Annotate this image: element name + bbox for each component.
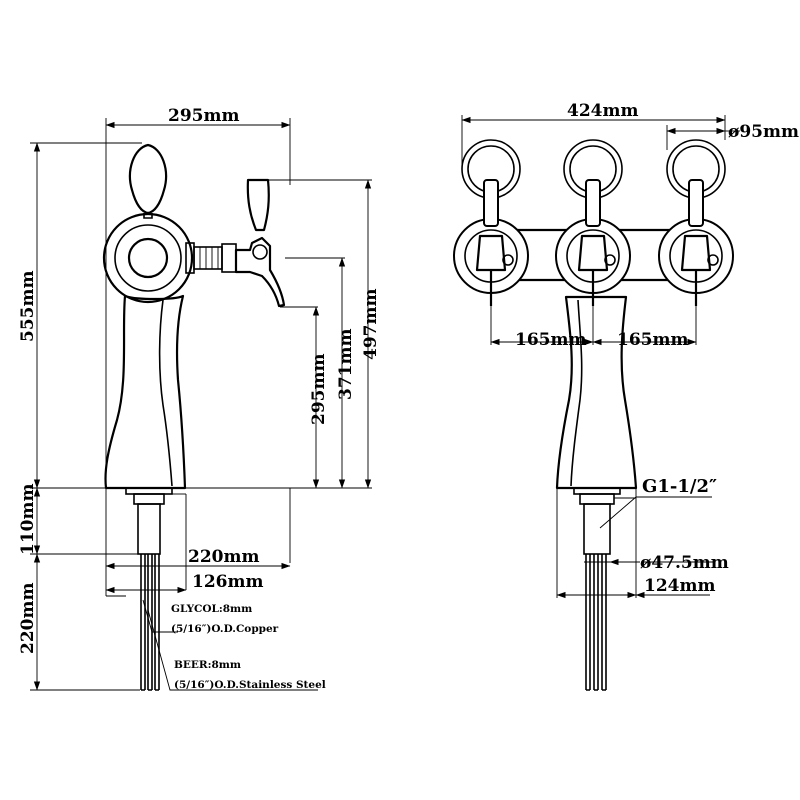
dim-tube-length: 220mm — [18, 583, 38, 654]
dim-spacing-left: 165mm — [515, 330, 586, 350]
front-base-shank — [583, 503, 611, 555]
side-tap-stem — [143, 213, 153, 219]
front-tap-center — [555, 139, 631, 306]
dim-shank-diameter: ø47.5mm — [640, 553, 729, 573]
dim-spacing-right: 165mm — [617, 330, 688, 350]
dim-front-width: 424mm — [567, 101, 638, 121]
front-tap-right — [658, 139, 734, 306]
side-tower-body — [104, 294, 187, 490]
dim-handle-diameter: ø95mm — [728, 122, 799, 142]
front-view: 424mm ø95mm 165mm 165mm G1-1/2″ ø47.5mm … — [453, 101, 799, 691]
side-dimension-lines — [33, 121, 372, 691]
dim-base-height: 110mm — [18, 484, 38, 555]
front-tubes — [585, 554, 607, 691]
side-view: 295mm 555mm 110mm 220mm 497mm 371mm 295m… — [18, 106, 381, 691]
front-tap-left — [453, 139, 529, 306]
dim-side-width: 295mm — [168, 106, 239, 126]
dim-side-height: 555mm — [18, 271, 38, 342]
side-base-shank — [137, 503, 161, 555]
side-base-collar — [133, 493, 165, 505]
side-head-ring — [114, 224, 182, 292]
front-tower-body — [555, 295, 638, 490]
note-beer-line2: (5/16″)O.D.Stainless Steel — [174, 679, 326, 691]
side-tubes — [140, 554, 160, 691]
side-faucet-knob — [252, 244, 268, 260]
front-base-collar — [579, 493, 615, 505]
side-nut — [221, 243, 237, 273]
dim-height-295: 295mm — [309, 354, 329, 425]
dim-base-220: 220mm — [188, 547, 259, 567]
note-glycol-line2: (5/16″)O.D.Copper — [171, 623, 279, 635]
side-faucet-lever — [246, 178, 270, 232]
side-faucet-body — [234, 236, 286, 308]
note-glycol-line1: GLYCOL:8mm — [171, 603, 252, 615]
front-dimension-lines — [461, 116, 740, 599]
front-tower-highlight — [570, 299, 583, 487]
dim-front-base: 124mm — [644, 576, 715, 596]
side-tap-handle — [128, 143, 168, 215]
dim-base-126: 126mm — [192, 572, 263, 592]
side-head-inner — [127, 237, 169, 279]
dim-height-371: 371mm — [336, 329, 356, 400]
side-head-outer — [102, 212, 194, 304]
note-beer-line1: BEER:8mm — [174, 659, 241, 671]
dim-thread: G1-1/2″ — [642, 476, 717, 497]
dim-spout-height: 497mm — [361, 289, 381, 360]
side-tower-highlight — [158, 299, 173, 487]
